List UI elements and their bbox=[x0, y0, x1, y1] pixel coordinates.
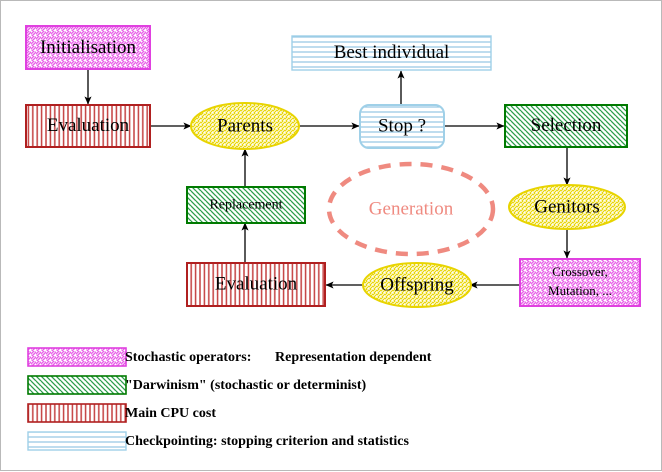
legend-item-main-cpu-cost: Main CPU cost bbox=[27, 403, 216, 423]
node-replacement[interactable]: Replacement bbox=[186, 186, 306, 224]
generation-dashed-ellipse bbox=[326, 161, 496, 257]
generation-label: Generation bbox=[369, 198, 454, 219]
legend-swatch-blue-horizontal bbox=[27, 431, 127, 451]
node-genitors-ellipse bbox=[508, 184, 626, 230]
node-evaluation-top[interactable]: Evaluation bbox=[25, 104, 151, 148]
node-evaluation-bottom-label: Evaluation bbox=[215, 273, 298, 294]
legend-item-darwinism: "Darwinism" (stochastic or determinist) bbox=[27, 375, 367, 395]
node-crossover-mutation[interactable]: Crossover, Mutation, ... bbox=[519, 258, 641, 307]
legend-label-main-cpu-cost: Main CPU cost bbox=[125, 406, 216, 421]
legend-label-representation-dependent: Representation dependent bbox=[275, 350, 432, 365]
node-offspring[interactable]: Offspring bbox=[362, 262, 472, 308]
node-replacement-box bbox=[186, 186, 306, 224]
node-best-individual[interactable]: Best individual bbox=[291, 35, 492, 71]
node-best-individual-box bbox=[291, 35, 492, 71]
legend-label-stochastic-operators: Stochastic operators: bbox=[125, 350, 251, 365]
node-parents-ellipse bbox=[190, 102, 300, 150]
node-offspring-label: Offspring bbox=[380, 274, 454, 295]
node-parents[interactable]: Parents bbox=[190, 102, 300, 150]
node-evaluation-bottom[interactable]: Evaluation bbox=[186, 262, 326, 307]
legend-swatch-magenta-diagonal bbox=[27, 347, 127, 367]
node-genitors-label: Genitors bbox=[534, 196, 599, 217]
legend-swatch-red-vertical bbox=[27, 403, 127, 423]
node-replacement-label: Replacement bbox=[209, 198, 282, 213]
node-evaluation-top-box bbox=[25, 104, 151, 148]
node-selection[interactable]: Selection bbox=[504, 104, 628, 148]
node-stop-label: Stop ? bbox=[378, 115, 426, 136]
node-initialisation-box bbox=[25, 25, 151, 70]
legend-item-stochastic-operators: Stochastic operators: Representation dep… bbox=[27, 347, 432, 367]
node-stop-box bbox=[359, 104, 445, 149]
node-best-individual-label: Best individual bbox=[334, 42, 450, 63]
legend-label-checkpointing: Checkpointing: stopping criterion and st… bbox=[125, 434, 409, 449]
node-initialisation-label: Initialisation bbox=[40, 37, 137, 58]
node-evaluation-bottom-box bbox=[186, 262, 326, 307]
node-crossover-label-line1: Crossover, bbox=[552, 264, 607, 279]
legend-item-checkpointing: Checkpointing: stopping criterion and st… bbox=[27, 431, 409, 451]
legend-label-darwinism: "Darwinism" (stochastic or determinist) bbox=[125, 378, 367, 393]
legend-swatch-green-diagonal bbox=[27, 375, 127, 395]
node-selection-box bbox=[504, 104, 628, 148]
legend: Stochastic operators: Representation dep… bbox=[27, 347, 432, 451]
node-parents-label: Parents bbox=[217, 115, 273, 136]
node-offspring-ellipse bbox=[362, 262, 472, 308]
node-selection-label: Selection bbox=[531, 115, 602, 136]
node-crossover-mutation-box bbox=[519, 258, 641, 307]
node-initialisation[interactable]: Initialisation bbox=[25, 25, 151, 70]
node-crossover-label-line2: Mutation, ... bbox=[548, 283, 612, 298]
node-genitors[interactable]: Genitors bbox=[508, 184, 626, 230]
node-evaluation-top-label: Evaluation bbox=[47, 115, 130, 136]
node-generation-annotation: Generation bbox=[326, 161, 496, 257]
node-stop[interactable]: Stop ? bbox=[359, 104, 445, 149]
edges-layer bbox=[84, 69, 571, 289]
